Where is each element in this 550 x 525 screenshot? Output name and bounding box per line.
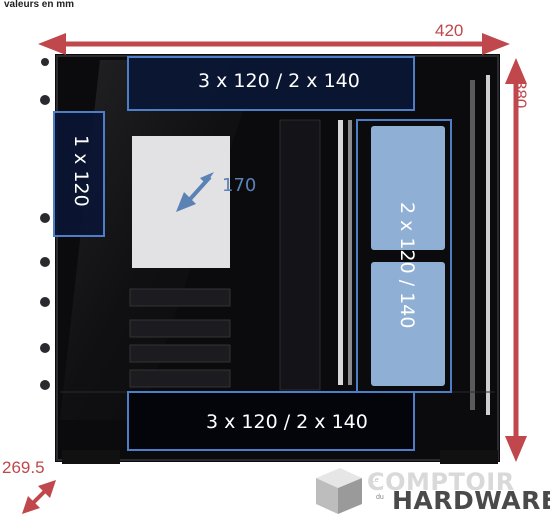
pci-slots [129, 288, 231, 388]
watermark-du: du [376, 494, 384, 501]
fan-zone-bottom [127, 391, 415, 451]
fan-zone-bottom-label: 3 x 120 / 2 x 140 [206, 411, 368, 433]
fan-zone-rear [53, 111, 105, 237]
thumb-screws [40, 58, 50, 390]
fan-zone-top-label: 3 x 120 / 2 x 140 [198, 70, 360, 92]
case-foot [440, 450, 498, 464]
fan-zone-top [127, 56, 415, 111]
height-value: 380 [511, 80, 530, 109]
glass-panel-diagonal [132, 136, 230, 268]
case-foot [62, 450, 120, 464]
watermark-line2: HARDWARE [392, 486, 550, 515]
fan-zone-side [356, 119, 452, 393]
height-dimension-arrow [505, 58, 527, 462]
watermark-prefix: Le [371, 477, 379, 484]
units-note: valeurs en mm [4, 0, 75, 10]
width-value: 420 [435, 21, 464, 40]
fan-zone-rear-label: 1 x 120 [70, 135, 92, 207]
fan-zone-side-label: 2 x 120 / 140 [396, 202, 418, 329]
cable-cutout [279, 119, 321, 391]
width-dimension-arrow [38, 33, 510, 55]
depth-value: 269.5 [2, 458, 45, 477]
watermark-logo-cube [316, 468, 362, 514]
watermark-line1: COMPTOIR [367, 468, 515, 496]
vertical-rails [338, 75, 490, 415]
depth-dimension-arrow [22, 480, 56, 514]
glass-diagonal-value: 170 [222, 175, 257, 196]
